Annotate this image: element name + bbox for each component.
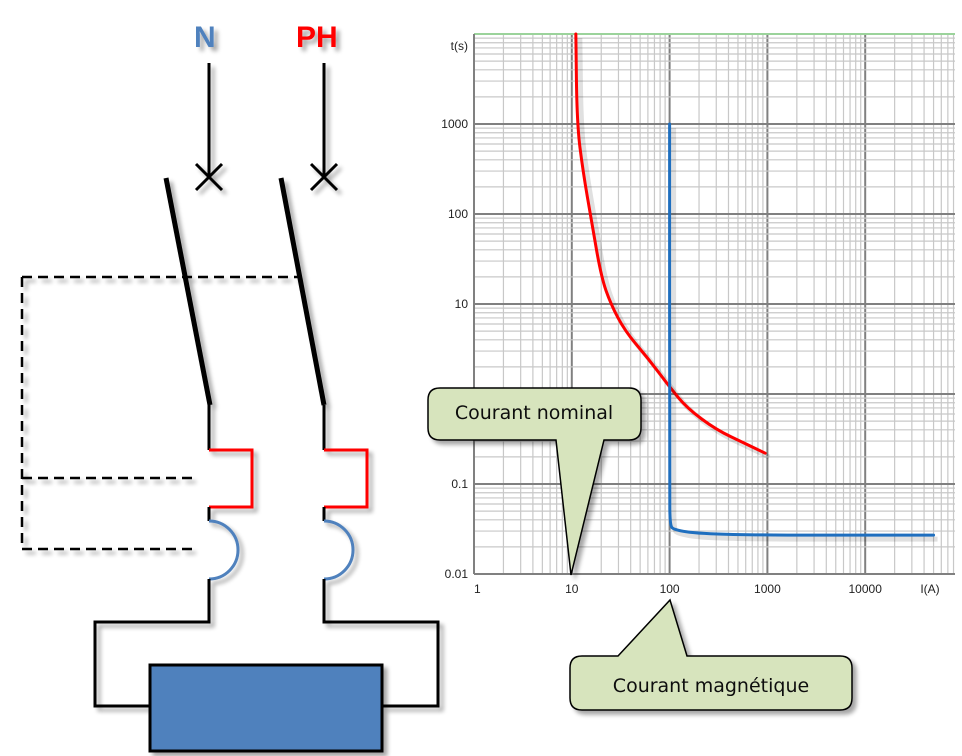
y-tick-label: 10 (455, 297, 469, 311)
chart-grid (473, 33, 955, 575)
series-thermal-curve (574, 32, 767, 455)
callout-magnetic-text: Courant magnétique (613, 675, 809, 697)
callout-nominal-text: Courant nominal (455, 402, 613, 424)
y-tick-label: 0.1 (451, 477, 468, 491)
phase-magnetic-coil (323, 519, 355, 581)
neutral-switch-blade (163, 177, 213, 406)
phase-pole (322, 405, 440, 708)
phase-switch-blade (278, 177, 327, 406)
x-tick-label: 10 (565, 582, 579, 596)
neutral-label: N (194, 21, 216, 54)
x-tick-label: 1000 (754, 582, 781, 596)
phase-thermal-element (324, 448, 369, 509)
y-tick-label: 1000 (441, 117, 468, 131)
y-tick-label: 100 (448, 207, 468, 221)
callout-magnetic-bubble (569, 598, 853, 711)
y-tick-label: t(s) (451, 39, 468, 53)
series-magnetic-shadow (671, 128, 938, 542)
load-block (148, 663, 384, 753)
x-tick-label: 100 (660, 582, 680, 596)
neutral-magnetic-coil (208, 519, 240, 581)
neutral-contact-x-icon (194, 162, 224, 192)
mechanical-linkage (20, 275, 300, 551)
phase-label: PH (296, 21, 338, 54)
neutral-pole (93, 405, 254, 708)
callout-nominal: Courant nominal (427, 387, 642, 576)
x-tick-label: I(A) (920, 582, 939, 596)
series-magnetic-curve (668, 122, 936, 537)
callout-nominal-bubble (427, 387, 642, 576)
schematic: N PH (20, 21, 440, 753)
callout-magnetic: Courant magnétique (569, 598, 853, 711)
phase-contact-x-icon (309, 162, 339, 192)
x-tick-label: 1 (474, 582, 481, 596)
y-tick-label: 0.01 (445, 567, 469, 581)
x-tick-label: 10000 (849, 582, 883, 596)
chart-series (574, 32, 938, 542)
neutral-thermal-element (209, 448, 254, 509)
